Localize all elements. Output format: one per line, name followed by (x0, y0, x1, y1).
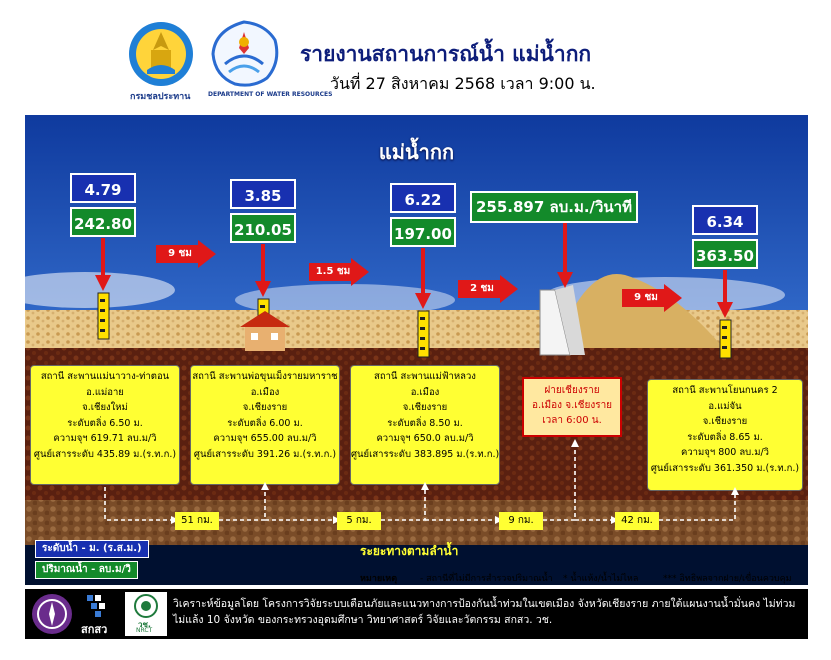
distance-3: 9 กม. (499, 512, 543, 530)
river-name: แม่น้ำกก (378, 140, 455, 164)
footer: สกสว วช. NRCT วิเคราะห์ข้อมูลโดย โครงการ… (25, 589, 808, 639)
station-1-info: สถานี สะพานแม่นาวาง-ท่าตอนอ.แม่อายจ.เชีย… (30, 365, 180, 485)
station-1-level: 4.79 (70, 173, 136, 203)
footer-logo-3: วช. NRCT (125, 592, 167, 636)
station-2-level: 3.85 (230, 179, 296, 209)
distance-4: 42 กม. (615, 512, 659, 530)
distance-title: ระยะทางตามลำน้ำ (360, 544, 459, 558)
footer-logo-3-sub: NRCT (136, 627, 153, 634)
header: กรมชลประทาน DEPARTMENT OF WATER RESOURCE… (0, 0, 831, 110)
note-3: *** อิทธิพลจากฝาย/เขื่อนควบคุม (663, 574, 792, 584)
river-diagram: แม่น้ำกก 4.79 242.80 3.85 210.05 6.22 19… (25, 115, 808, 585)
footer-logo-3-caption: วช. (138, 620, 151, 629)
travel-time-arrow-2: 1.5 ชม (309, 258, 369, 286)
travel-time-arrow-1: 9 ชม (156, 240, 216, 268)
dam-flow: 255.897 ลบ.ม./วินาที (470, 191, 638, 223)
legend-level: ระดับน้ำ - ม. (ร.ส.ม.) (35, 540, 149, 558)
station-3-flow: 197.00 (390, 217, 456, 247)
note-1: - สถานีที่ไม่มีการสำรวจปริมาณน้ำ (420, 574, 553, 584)
footer-logo-2-caption: สกสว (81, 623, 108, 636)
station-4-level: 6.34 (692, 205, 758, 235)
page-title: รายงานสถานการณ์น้ำ แม่น้ำกก (300, 42, 592, 66)
station-4-flow: 363.50 (692, 239, 758, 269)
distance-1: 51 กม. (175, 512, 219, 530)
note-2: * น้ำแห้ง/น้ำไม่ไหล (563, 574, 639, 584)
travel-time-arrow-3: 2 ชม (458, 275, 518, 303)
distance-connectors (104, 439, 739, 524)
station-3-level: 6.22 (390, 183, 456, 213)
footer-logo-2: สกสว (79, 593, 119, 636)
royal-irrigation-logo (127, 20, 195, 88)
dam-info: ฝายเชียงรายอ.เมือง จ.เชียงรายเวลา 6:00 น… (522, 377, 622, 437)
report-date: วันที่ 27 สิงหาคม 2568 เวลา 9:00 น. (330, 74, 596, 93)
water-resources-caption: DEPARTMENT OF WATER RESOURCES (208, 91, 333, 98)
station-1-flow: 242.80 (70, 207, 136, 237)
footer-credit: วิเคราะห์ข้อมูลโดย โครงการวิจัยระบบเตือน… (173, 598, 796, 626)
house-icon (240, 311, 290, 351)
royal-irrigation-caption: กรมชลประทาน (130, 92, 191, 102)
footer-logo-1 (31, 593, 73, 635)
gauge-arrows (95, 223, 733, 359)
legend-flow: ปริมาณน้ำ - ลบ.ม/วิ (35, 561, 138, 579)
travel-time-arrow-4: 9 ชม (622, 284, 682, 312)
distance-2: 5 กม. (337, 512, 381, 530)
station-2-flow: 210.05 (230, 213, 296, 243)
station-3-info: สถานี สะพานแม่ฟ้าหลวงอ.เมืองจ.เชียงรายระ… (350, 365, 500, 485)
station-2-info: สถานี สะพานพ่อขุนเม็งรายมหาราชอ.เมืองจ.เ… (190, 365, 340, 485)
notes-label: หมายเหตุ (360, 574, 398, 584)
water-resources-logo (205, 18, 283, 90)
